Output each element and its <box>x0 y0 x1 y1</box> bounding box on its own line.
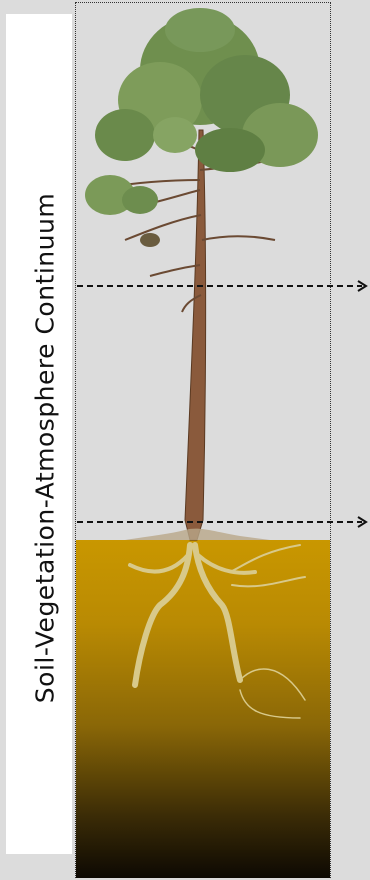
lower-arrow <box>77 517 366 527</box>
ground-litter <box>125 529 270 540</box>
tree-roots <box>130 545 305 718</box>
upper-arrow <box>77 281 366 291</box>
